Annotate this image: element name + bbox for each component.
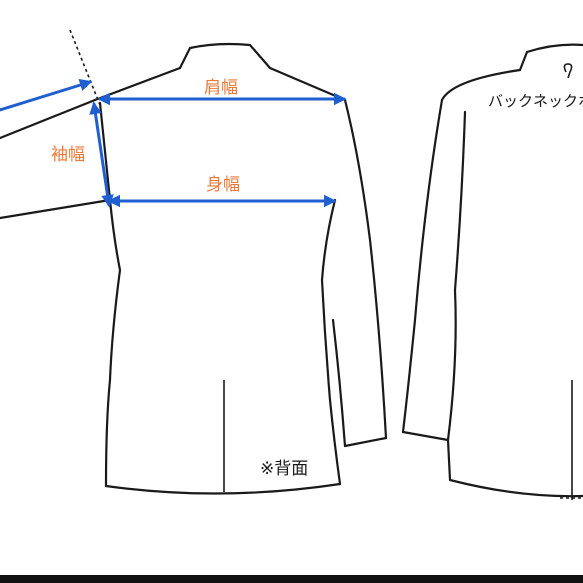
back-neck-label: バックネックホ	[488, 92, 583, 110]
sleeve-length-arrow	[0, 78, 93, 112]
bottom-border	[0, 575, 583, 583]
sleeve-width-arrow	[89, 101, 114, 208]
jacket-side-outline	[401, 43, 583, 500]
shoulder-width-label: 肩幅	[204, 78, 238, 98]
jacket-back-outline	[93, 42, 388, 495]
body-width-label: 身幅	[206, 175, 240, 195]
shoulder-guide-dashed-line	[69, 29, 101, 106]
back-view-note: ※背面	[260, 459, 308, 479]
sleeve-width-label: 袖幅	[51, 145, 85, 165]
hanger-loop-icon	[563, 63, 573, 79]
